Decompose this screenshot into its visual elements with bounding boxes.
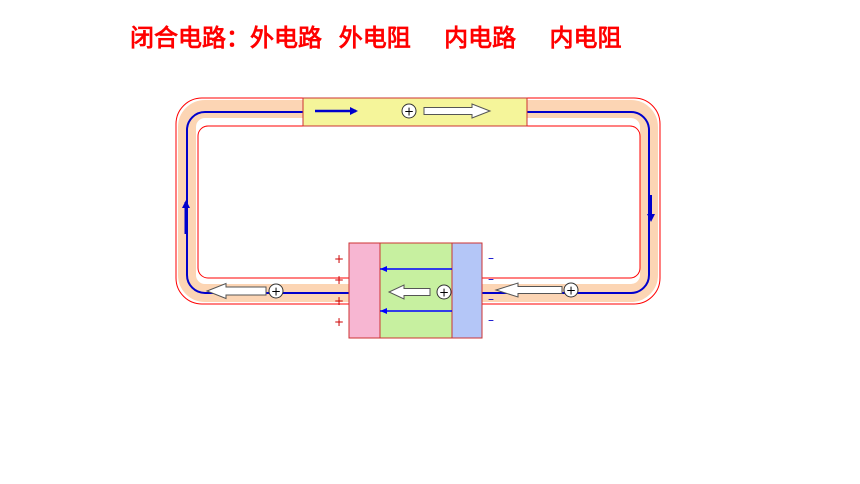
charge-symbol-internal: + bbox=[439, 286, 449, 300]
hollow-arrow-left-icon bbox=[387, 284, 431, 300]
charge-icon: + bbox=[268, 283, 284, 299]
positive-sign: + bbox=[334, 273, 344, 287]
negative-sign: – bbox=[488, 313, 494, 327]
charge-symbol-right: + bbox=[566, 284, 576, 298]
negative-sign: – bbox=[488, 292, 494, 306]
negative-plate bbox=[451, 242, 483, 339]
hollow-arrow-left-icon bbox=[205, 282, 267, 300]
internal-field-head bbox=[380, 308, 387, 314]
charge-icon: + bbox=[436, 284, 452, 300]
negative-sign: – bbox=[488, 272, 494, 286]
charge-symbol-top: + bbox=[404, 105, 414, 119]
page-title: 闭合电路：外电路 外电阻 内电路 内电阻 bbox=[130, 24, 622, 52]
positive-plate bbox=[348, 242, 381, 339]
charge-icon: + bbox=[563, 282, 579, 298]
positive-sign: + bbox=[334, 315, 344, 329]
hollow-arrow-right-icon bbox=[423, 103, 492, 119]
hollow-arrow-left-icon bbox=[494, 282, 563, 298]
charge-symbol-left: + bbox=[271, 285, 281, 299]
positive-sign: + bbox=[334, 252, 344, 266]
positive-sign: + bbox=[334, 294, 344, 308]
negative-sign: – bbox=[488, 251, 494, 265]
internal-field-head bbox=[380, 266, 387, 272]
charge-icon: + bbox=[401, 103, 417, 119]
